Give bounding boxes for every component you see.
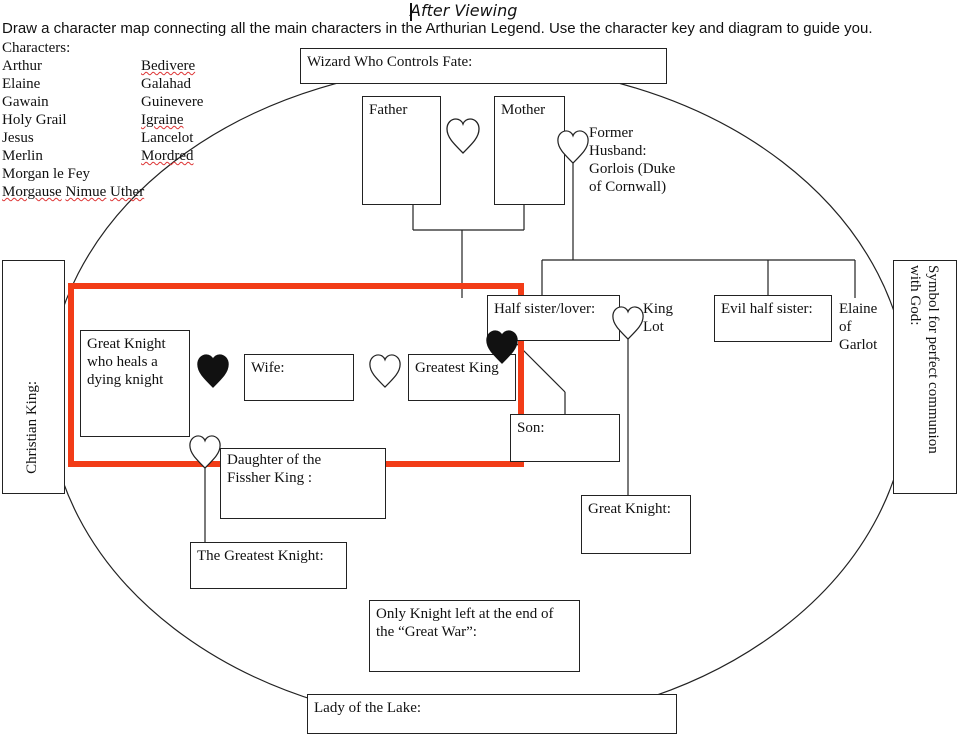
symbol-god-label: Symbol for perfect communion with God: (907, 265, 941, 454)
character-item: Igraine (141, 112, 184, 128)
character-list-col2: Bedivere Galahad Guinevere Igraine Lance… (141, 57, 203, 165)
heart-filled-icon (197, 354, 229, 388)
character-item: Elaine (2, 76, 41, 92)
characters-label: Characters: (2, 40, 71, 56)
wizard-box: Wizard Who Controls Fate: (300, 48, 667, 84)
character-item: Bedivere (141, 58, 196, 74)
evil-half-sister-box: Evil half sister: (714, 295, 832, 342)
character-item: Nimue (65, 184, 107, 200)
character-list-col1: Characters: Arthur Elaine Gawain Holy Gr… (2, 39, 144, 201)
great-knight-box: Great Knight: (581, 495, 691, 554)
heart-filled-icon (486, 330, 518, 364)
character-item: Guinevere (141, 94, 204, 110)
christian-king-label: Christian King: (24, 381, 40, 474)
character-item: Arthur (2, 58, 42, 74)
heart-outline-icon (557, 130, 589, 164)
character-item: Holy Grail (2, 112, 67, 128)
symbol-god-box: Symbol for perfect communion with God: (893, 260, 957, 494)
former-husband-label: Former Husband: Gorlois (Duke of Cornwal… (589, 125, 676, 195)
character-item: Morgause (2, 184, 62, 200)
only-knight-box: Only Knight left at the end of the “Grea… (369, 600, 580, 672)
greatest-knight-box: The Greatest Knight: (190, 542, 347, 589)
character-item: Mordred (141, 148, 194, 164)
heart-outline-icon (189, 435, 221, 469)
cursor-bar (410, 3, 412, 21)
heart-outline-icon (612, 306, 644, 340)
king-lot-label: King Lot (643, 301, 673, 335)
instructions: Draw a character map connecting all the … (2, 20, 873, 37)
lady-of-the-lake-box: Lady of the Lake: (307, 694, 677, 734)
character-item: Galahad (141, 76, 191, 92)
mother-box: Mother (494, 96, 565, 205)
heart-outline-icon (446, 118, 480, 154)
father-box: Father (362, 96, 441, 205)
character-item: Morgan le Fey (2, 166, 91, 182)
character-item: Uther (110, 184, 145, 200)
great-knight-heals-box: Great Knight who heals a dying knight (80, 330, 190, 437)
character-item: Jesus (2, 130, 34, 146)
elaine-garlot-label: Elaine of Garlot (839, 301, 878, 353)
son-box: Son: (510, 414, 620, 462)
wife-box: Wife: (244, 354, 354, 401)
character-item: Lancelot (141, 130, 194, 146)
christian-king-box: Christian King: (2, 260, 65, 494)
character-item: Merlin (2, 148, 43, 164)
heart-outline-icon (369, 354, 401, 388)
greatest-king-box: Greatest King (408, 354, 516, 401)
page-title: After Viewing (410, 1, 518, 20)
daughter-fisher-king-box: Daughter of the Fissher King : (220, 448, 386, 519)
character-item: Gawain (2, 94, 49, 110)
